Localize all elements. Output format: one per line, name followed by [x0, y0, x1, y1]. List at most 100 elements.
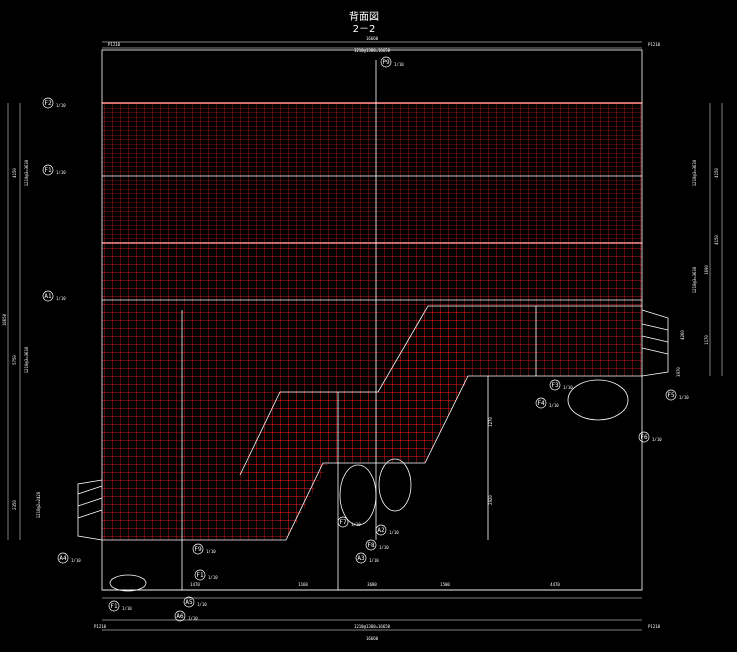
dim-bottom-right-small: P1210: [648, 624, 661, 629]
dim-left-upper-run: 1210@3=3630: [24, 159, 29, 186]
grid-label-circle: [638, 431, 650, 443]
dimension-lines: [7, 41, 723, 631]
dim-right-mid-run: 1210@3=3630: [692, 266, 697, 293]
grid-label-scale: 1/10: [56, 103, 66, 108]
upper-wall-hatch: [102, 103, 642, 243]
grid-label-letter: F4: [537, 400, 545, 407]
grid-label-circle: [375, 524, 387, 536]
grid-label-letter: F1: [196, 572, 204, 579]
grid-label-letter: F1: [44, 167, 52, 174]
facade-hatch: [102, 102, 642, 540]
grid-label-scale: 1/10: [389, 530, 399, 535]
right-shed: [641, 309, 669, 377]
grid-label-circle: [42, 164, 54, 176]
outline-linework: [77, 49, 669, 592]
right-shed-hatch-2: [641, 335, 669, 343]
grid-label-circle: [194, 569, 206, 581]
grid-label-scale: 1/10: [652, 437, 662, 442]
right-shed-hatch-3: [641, 347, 669, 355]
grid-label-scale: 1/10: [351, 522, 361, 527]
grid-label-letter: F1: [110, 603, 118, 610]
grid-label-letter: F2: [44, 100, 52, 107]
grid-label-scale: 1/10: [56, 170, 66, 175]
grid-label-scale: 1/10: [379, 545, 389, 550]
stair-hatch: [240, 306, 470, 535]
dim-top-right-small: P1210: [648, 42, 661, 47]
grid-label-letter: F6: [640, 434, 648, 441]
dim-top-run: 1210@1380=16650: [354, 48, 391, 53]
dim-bottom-overall: 16660: [366, 636, 379, 641]
dim-left-overall: 16650: [2, 313, 7, 326]
grid-label-circle: [183, 596, 195, 608]
grid-label-circle: [42, 290, 54, 302]
grid-label-circle: [355, 552, 367, 564]
grid-label-f11: F1 1/10: [194, 569, 218, 581]
dim-right-lower: 1170: [704, 335, 709, 345]
tank-top-right: [567, 379, 629, 421]
dim-bottom-run: 1210@1380=16650: [354, 624, 391, 629]
dim-left-middle: 5750: [12, 355, 17, 365]
dim-top-overall: 16660: [366, 36, 379, 41]
tank-right: [378, 458, 412, 512]
dim-left-upper: 4150: [12, 168, 17, 178]
grid-label-circle: [108, 600, 120, 612]
grid-label-letter: A4: [59, 555, 67, 562]
grid-label-f2: F2 1/10: [42, 97, 66, 109]
grid-label-letter: F3: [551, 382, 559, 389]
grid-label-scale: 1/10: [679, 395, 689, 400]
tank-bottom-left: [109, 574, 147, 592]
dim-center-3: 4260: [680, 330, 685, 340]
lower-wall-hatch: [102, 243, 642, 540]
grid-label-f1: F1 1/10: [42, 164, 66, 176]
grid-label-f6: F6 1/10: [638, 431, 662, 443]
stair-outline-lower: [285, 375, 642, 541]
left-shed: [77, 479, 103, 541]
grid-label-letter: A2: [377, 527, 385, 534]
grid-label-letter: A6: [176, 613, 184, 620]
grid-label-circle: [549, 379, 561, 391]
grid-label-circle: [535, 397, 547, 409]
left-shed-hatch-1: [77, 485, 103, 495]
grid-label-circle: [192, 543, 204, 555]
grid-label-circle: [365, 539, 377, 551]
dim-right-upper: 4150: [714, 168, 719, 178]
grid-label-scale: 1/10: [197, 602, 207, 607]
grid-label-letter: P9: [382, 59, 390, 66]
drawing-subtitle: 2－2: [353, 24, 376, 35]
dim-left-middle-run: 1210@3=3630: [24, 346, 29, 373]
dim-right-upper-run: 1210@3=3630: [692, 159, 697, 186]
dim-bottom-left-small: P1210: [94, 624, 107, 629]
grid-label-letter: A3: [357, 555, 365, 562]
grid-label-letter: A1: [44, 293, 52, 300]
right-shed-hatch-1: [641, 323, 669, 331]
stair-outline-upper: [239, 305, 642, 476]
grid-label-letter: A5: [185, 599, 193, 606]
grid-label-circle: [665, 389, 677, 401]
drawing-title: 背面図: [349, 10, 379, 23]
dim-right-mid-2: 1690: [704, 265, 709, 275]
dim-left-lower: 2350: [12, 500, 17, 510]
grid-label-letter: F9: [194, 546, 202, 553]
dim-right-mid: 4150: [714, 235, 719, 245]
dim-bottom-seg-4: 1500: [440, 582, 450, 587]
dim-center-2: 2920: [488, 495, 493, 505]
grid-label-circle: [337, 516, 349, 528]
grid-label-scale: 1/10: [549, 403, 559, 408]
grid-label-scale: 1/10: [394, 62, 404, 67]
dim-top-left-small: P1210: [108, 42, 121, 47]
grid-label-scale: 1/10: [208, 575, 218, 580]
tank-left: [339, 464, 377, 526]
grid-label-a5: A5 1/10: [183, 596, 207, 608]
